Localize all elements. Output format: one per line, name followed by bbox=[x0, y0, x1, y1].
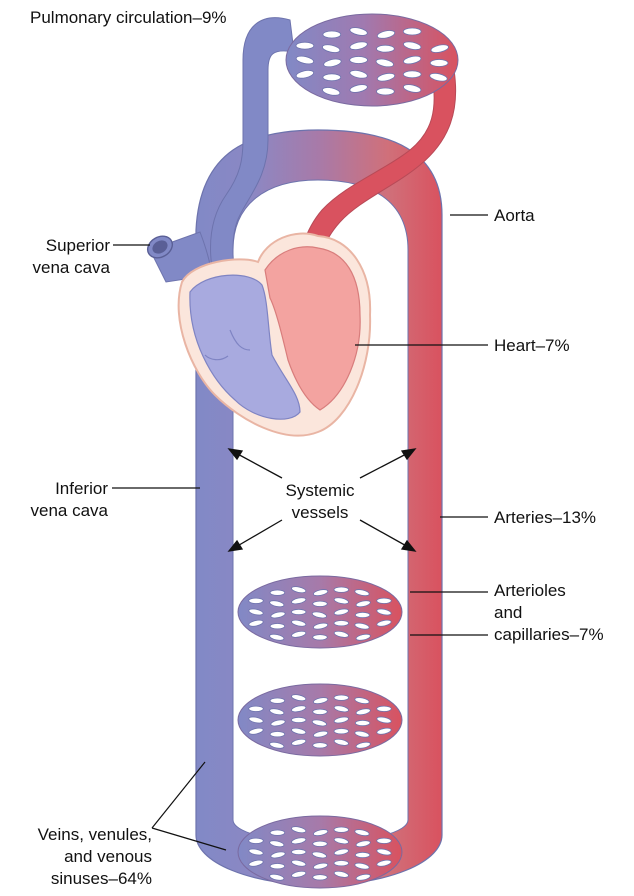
capillary-hole bbox=[249, 838, 264, 843]
arterioles-line-2: and bbox=[494, 602, 604, 624]
capillary-hole bbox=[323, 31, 341, 38]
heart-label: Heart–7% bbox=[494, 335, 570, 357]
svc-line-1: Superior bbox=[20, 235, 110, 257]
pulmonary-circulation-label: Pulmonary circulation–9% bbox=[30, 7, 227, 29]
arterioles-line-1: Arterioles bbox=[494, 580, 604, 602]
capillary-hole bbox=[313, 601, 328, 606]
capillary-hole bbox=[334, 621, 349, 626]
capillary-hole bbox=[270, 590, 285, 595]
capillary-hole bbox=[377, 598, 392, 603]
capillary-hole bbox=[270, 864, 285, 869]
capillary-hole bbox=[323, 74, 341, 81]
veins-venules-label: Veins, venules, and venous sinuses–64% bbox=[0, 824, 152, 890]
capillary-hole bbox=[403, 28, 421, 35]
capillary-hole bbox=[313, 841, 328, 846]
capillary-hole bbox=[296, 42, 314, 49]
svc-line-2: vena cava bbox=[20, 257, 110, 279]
capillary-hole bbox=[334, 861, 349, 866]
capillary-hole bbox=[270, 698, 285, 703]
capillary-hole bbox=[313, 875, 328, 880]
ivc-line-2: vena cava bbox=[10, 500, 108, 522]
capillary-hole bbox=[334, 587, 349, 592]
aorta-label: Aorta bbox=[494, 205, 535, 227]
capillary-hole bbox=[313, 709, 328, 714]
capillary-hole bbox=[270, 830, 285, 835]
capillary-hole bbox=[313, 743, 328, 748]
capillary-hole bbox=[377, 706, 392, 711]
capillary-hole bbox=[377, 88, 395, 95]
capillary-hole bbox=[377, 838, 392, 843]
capillary-hole bbox=[355, 720, 370, 725]
inferior-vena-cava-label: Inferior vena cava bbox=[10, 478, 108, 522]
capillary-hole bbox=[270, 624, 285, 629]
capillary-hole bbox=[270, 732, 285, 737]
systemic-line-1: Systemic bbox=[270, 480, 370, 502]
arteries-label: Arteries–13% bbox=[494, 507, 596, 529]
capillary-hole bbox=[355, 852, 370, 857]
capillary-hole bbox=[377, 45, 395, 52]
arterioles-capillaries-label: Arterioles and capillaries–7% bbox=[494, 580, 604, 646]
systemic-vessels-label: Systemic vessels bbox=[270, 480, 370, 524]
capillary-hole bbox=[334, 695, 349, 700]
capillary-hole bbox=[249, 598, 264, 603]
capillary-hole bbox=[291, 849, 306, 854]
capillary-hole bbox=[355, 612, 370, 617]
capillary-hole bbox=[430, 60, 448, 67]
veins-line-2: and venous bbox=[0, 846, 152, 868]
ivc-line-1: Inferior bbox=[10, 478, 108, 500]
superior-vena-cava-label: Superior vena cava bbox=[20, 235, 110, 279]
capillary-hole bbox=[291, 717, 306, 722]
capillary-hole bbox=[350, 57, 368, 64]
capillary-hole bbox=[313, 635, 328, 640]
systemic-line-2: vessels bbox=[270, 502, 370, 524]
veins-line-1: Veins, venules, bbox=[0, 824, 152, 846]
capillary-hole bbox=[291, 609, 306, 614]
arterioles-line-3: capillaries–7% bbox=[494, 624, 604, 646]
capillary-hole bbox=[334, 729, 349, 734]
capillary-hole bbox=[334, 827, 349, 832]
capillary-hole bbox=[403, 71, 421, 78]
capillary-hole bbox=[249, 706, 264, 711]
veins-line-3: sinuses–64% bbox=[0, 868, 152, 890]
